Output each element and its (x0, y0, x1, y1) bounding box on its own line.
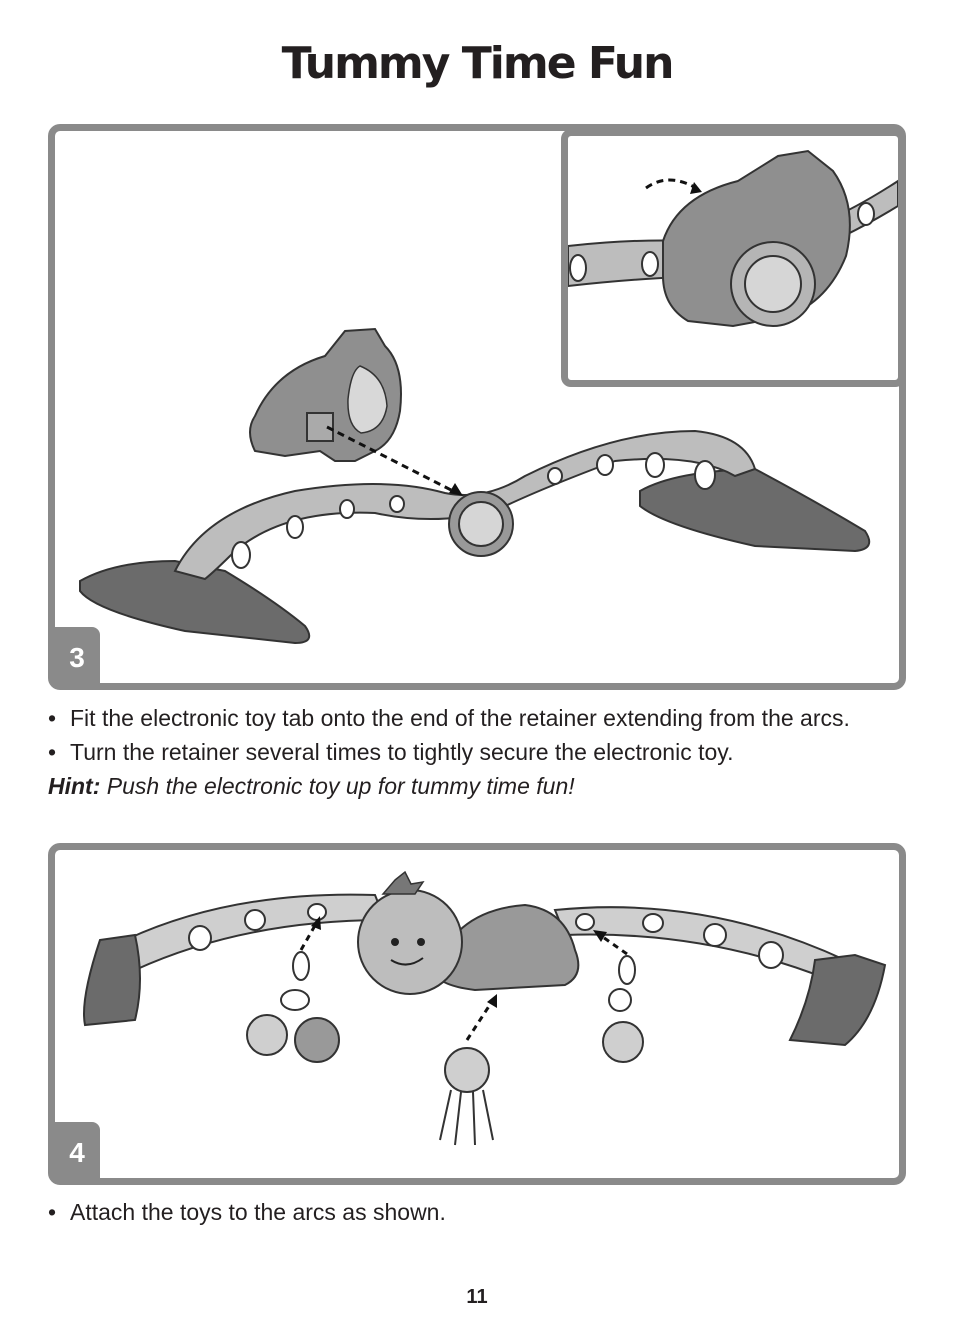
step-3-badge: 3 (54, 627, 100, 689)
step-4-badge: 4 (54, 1122, 100, 1184)
step-3-detail-inset (561, 129, 905, 387)
hint-label: Hint: (48, 773, 101, 799)
detail-illustration (568, 149, 898, 328)
hint-line: Hint: Push the electronic toy up for tum… (48, 769, 850, 803)
bullet-dot: • (48, 705, 57, 731)
bullet-text: Turn the retainer several times to tight… (70, 739, 734, 765)
step-4-instructions: • Attach the toys to the arcs as shown. (48, 1195, 446, 1229)
bullet-dot: • (48, 1199, 57, 1225)
hint-text: Push the electronic toy up for tummy tim… (100, 773, 575, 799)
bullet-text: Attach the toys to the arcs as shown. (70, 1199, 446, 1225)
step-4-panel: 4 (48, 843, 906, 1185)
step-3-instructions: • Fit the electronic toy tab onto the en… (48, 701, 850, 803)
page-title: Tummy Time Fun (281, 38, 675, 89)
step-4-bullet-1: • Attach the toys to the arcs as shown. (48, 1195, 446, 1229)
step-3-bullet-1: • Fit the electronic toy tab onto the en… (48, 701, 850, 735)
page-number: 11 (466, 1286, 488, 1308)
bullet-dot: • (48, 739, 57, 765)
step-3-panel: 3 (48, 124, 906, 690)
step-3-bullet-2: • Turn the retainer several times to tig… (48, 735, 850, 769)
bullet-text: Fit the electronic toy tab onto the end … (70, 705, 850, 731)
step-3-illustration (79, 327, 871, 645)
step-4-illustration (83, 870, 887, 1146)
